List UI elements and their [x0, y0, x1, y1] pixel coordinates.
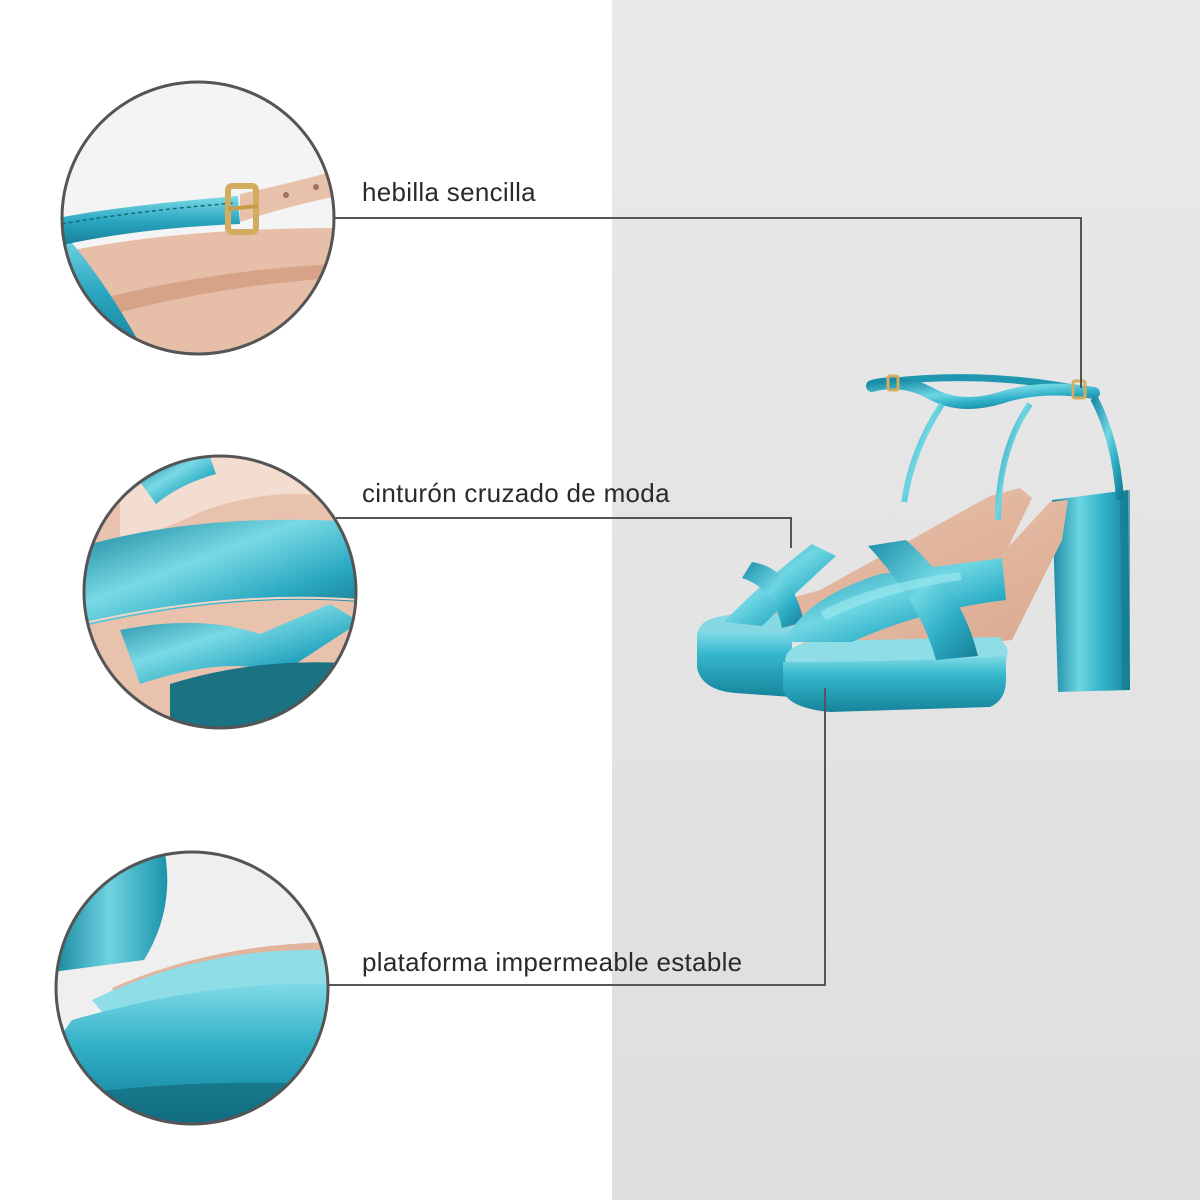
platform-sole-shadow — [56, 1082, 328, 1124]
upper-edge — [62, 228, 148, 354]
insole-edge — [62, 264, 334, 330]
lower-cross-strap — [120, 604, 356, 684]
buckle-detail-circle — [58, 78, 338, 358]
detail-frame — [82, 454, 358, 730]
strap-seam — [84, 596, 356, 625]
callout-label-platform: plataforma impermeable estable — [362, 947, 743, 977]
detail-frame — [54, 850, 330, 1126]
detail-frame — [60, 80, 336, 356]
buckle-detail-icon — [60, 80, 336, 356]
platform-detail-icon — [54, 850, 330, 1126]
platform-detail-content — [56, 852, 328, 1124]
callout-label-cross-strap: cinturón cruzado de moda — [362, 478, 670, 508]
callout-label-buckle: hebilla sencilla — [362, 177, 536, 207]
beige-strap-end — [240, 170, 334, 222]
buckle-detail-content — [62, 82, 334, 354]
cross-strap-detail-icon — [82, 454, 358, 730]
buckle-prong — [227, 204, 259, 211]
strap-hole — [283, 192, 289, 198]
product-photo-background — [612, 0, 1200, 1200]
wide-cross-strap — [84, 519, 356, 627]
insole-strip — [112, 942, 328, 998]
platform-detail-circle — [52, 848, 332, 1128]
strap-stitching — [62, 202, 235, 225]
top-strap — [140, 457, 216, 504]
cross-strap-detail-circle — [80, 452, 360, 732]
strap-hole — [313, 184, 319, 190]
cross-strap-detail-content — [84, 456, 356, 728]
teal-strap — [62, 196, 240, 246]
